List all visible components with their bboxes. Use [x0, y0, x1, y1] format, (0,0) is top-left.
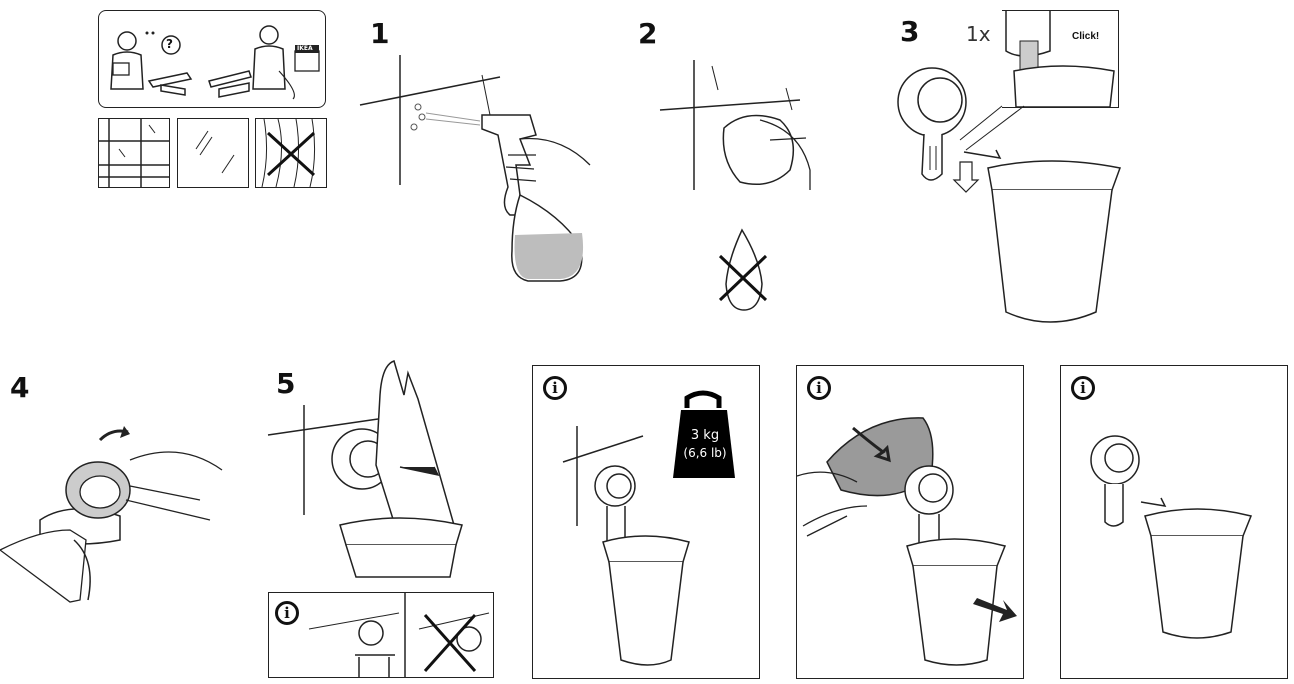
glass-reflection-icon — [195, 130, 235, 174]
info-icon: i — [1071, 376, 1095, 400]
step-3-click-detail-box: Click! — [1002, 10, 1119, 108]
remove-info-panel: i — [796, 365, 1024, 679]
info-icon: i — [807, 376, 831, 400]
step-3-number: 3 — [900, 15, 920, 48]
info-icon: i — [275, 601, 299, 625]
store-sign-text: IKEA — [297, 45, 313, 52]
release-with-card-illustration — [796, 417, 1017, 666]
step-2-number: 2 — [638, 17, 658, 50]
help-question-mark: ? — [166, 37, 173, 51]
max-load-lb: (6,6 lb) — [683, 446, 727, 460]
step-5-number: 5 — [276, 367, 296, 400]
detach-cup-info-panel: i — [1060, 365, 1288, 679]
step-5-correct-incorrect-box: i — [268, 592, 494, 678]
step-5-press-against-wall-illustration — [267, 360, 463, 578]
info-icon: i — [543, 376, 567, 400]
step-4-number: 4 — [10, 371, 30, 404]
wood-wall-swatch — [255, 118, 327, 188]
glass-wall-swatch — [177, 118, 249, 188]
slide-cup-off-hook-illustration — [1090, 435, 1253, 639]
click-sound-label: Click! — [1072, 31, 1100, 42]
ask-for-help-illustration — [110, 25, 320, 100]
tile-grid-icon — [99, 119, 169, 187]
step-3-assemble-holder-illustration — [897, 67, 1122, 323]
mounting-height-comparison — [308, 593, 490, 677]
tiled-wall-swatch — [98, 118, 170, 188]
wood-not-allowed-icon — [261, 118, 316, 188]
step-1-spray-clean-illustration — [359, 55, 591, 282]
quantity-label: 1x — [966, 22, 991, 46]
step-4-lever-lock-illustration — [0, 426, 223, 603]
cup-with-weight-illustration — [562, 390, 735, 666]
max-load-kg: 3 kg — [690, 428, 720, 443]
step-1-number: 1 — [370, 17, 390, 50]
intro-help-panel: ? IKEA — [98, 10, 326, 108]
hook-into-cup-detail — [1005, 11, 1115, 108]
max-load-info-panel: i 3 kg (6,6 lb) — [532, 365, 760, 679]
step-2-wipe-dry-illustration — [659, 60, 811, 311]
